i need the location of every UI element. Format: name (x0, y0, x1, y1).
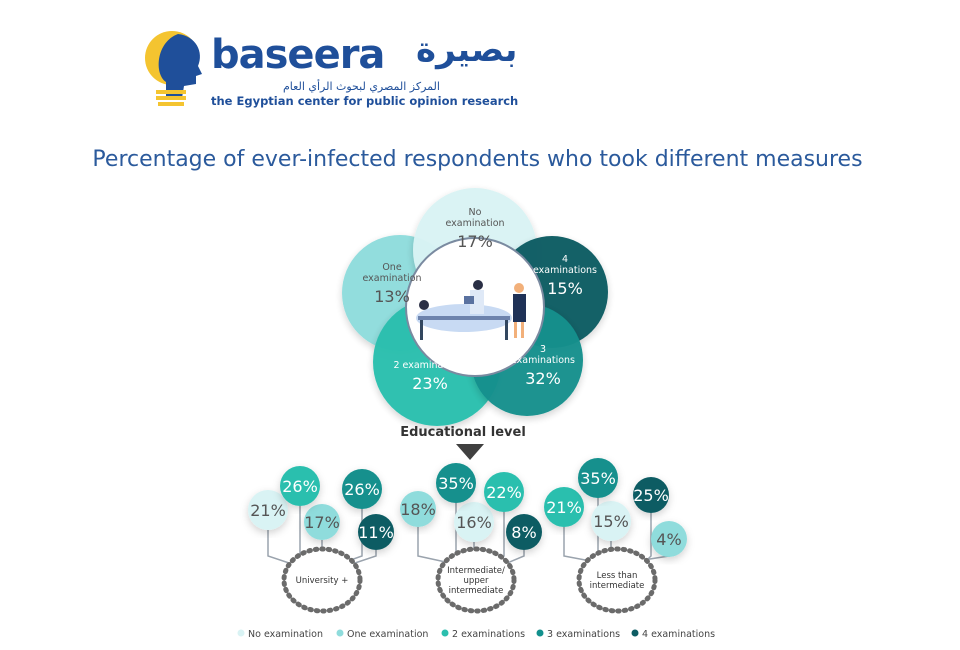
bubble-value-no-examination: 15% (593, 512, 629, 531)
bubble-value-2-examinations: 21% (546, 498, 582, 517)
bubble-4-examinations (506, 514, 542, 550)
bubble-value-no-examination: 21% (250, 501, 286, 520)
edu-group-university: University +21%17%26%26%11% (248, 466, 394, 614)
bubble-no-examination (591, 501, 631, 541)
legend-swatch (237, 629, 245, 637)
petal-category-2-examinations: 2 examinations (393, 360, 466, 371)
bubble-3-examinations (578, 458, 618, 498)
doctor-patient-illustration (405, 237, 545, 377)
logo-arabic-name: بصيرة (416, 30, 518, 70)
bubble-4-examinations (358, 514, 394, 550)
bubble-value-one-examination: 18% (400, 500, 436, 519)
stem-4-examinations (345, 550, 377, 567)
bubble-value-one-examination: 4% (656, 530, 681, 549)
legend-item-2-examinations: 2 examinations (441, 629, 525, 640)
logo-arabic-subtitle: المركز المصري لبحوث الرأي العام (283, 80, 440, 93)
edu-ring-intermediate-upper-intermediate (435, 546, 517, 614)
legend-label: No examination (248, 629, 323, 640)
bubble-value-4-examinations: 25% (633, 486, 669, 505)
petal-value-4-examinations: 15% (547, 279, 583, 298)
bubble-value-one-examination: 17% (304, 513, 340, 532)
edu-ring-university (281, 546, 363, 614)
bubble-value-3-examinations: 35% (438, 474, 474, 493)
bubble-value-3-examinations: 26% (344, 480, 380, 499)
bubble-2-examinations (544, 487, 584, 527)
bubble-3-examinations (342, 469, 382, 509)
bubble-value-3-examinations: 35% (580, 469, 616, 488)
bubble-no-examination (248, 490, 288, 530)
logo-latin-text: baseera (211, 32, 385, 78)
petal-value-3-examinations: 32% (525, 369, 561, 388)
legend-label: One examination (347, 629, 428, 640)
bubble-one-examination (304, 504, 340, 540)
legend-item-no-examination: No examination (237, 629, 323, 640)
bubble-value-2-examinations: 22% (486, 483, 522, 502)
bubble-2-examinations (484, 472, 524, 512)
edu-group-label: University + (296, 576, 349, 586)
legend-label: 3 examinations (547, 629, 620, 640)
legend-item-3-examinations: 3 examinations (536, 629, 620, 640)
legend-swatch (441, 629, 449, 637)
educational-level-title: Educational level (400, 425, 526, 440)
baseera-logo: baseera بصيرة المركز المصري لبحوث الرأي … (138, 28, 518, 110)
legend-label: 2 examinations (452, 629, 525, 640)
petal-value-2-examinations: 23% (412, 374, 448, 393)
chart-title: Percentage of ever-infected respondents … (92, 147, 863, 172)
logo-english-subtitle: the Egyptian center for public opinion r… (211, 94, 519, 108)
edu-ring-less-than-intermediate (576, 546, 658, 614)
bubble-value-2-examinations: 26% (282, 477, 318, 496)
lightbulb-head-icon (145, 31, 202, 106)
legend-item-4-examinations: 4 examinations (631, 629, 715, 640)
legend-item-one-examination: One examination (336, 629, 428, 640)
bubble-no-examination (454, 502, 494, 542)
bubble-2-examinations (280, 466, 320, 506)
bubble-value-4-examinations: 11% (358, 523, 394, 542)
legend-label: 4 examinations (642, 629, 715, 640)
bubble-one-examination (651, 521, 687, 557)
bubble-value-no-examination: 16% (456, 513, 492, 532)
legend-swatch (536, 629, 544, 637)
legend-swatch (631, 629, 639, 637)
down-arrow-icon (456, 444, 484, 460)
legend-swatch (336, 629, 344, 637)
petal-value-no-examination: 17% (457, 232, 493, 251)
bubble-value-4-examinations: 8% (511, 523, 536, 542)
bubble-4-examinations (633, 477, 669, 513)
bubble-3-examinations (436, 463, 476, 503)
petal-value-one-examination: 13% (374, 287, 410, 306)
bubble-one-examination (400, 491, 436, 527)
